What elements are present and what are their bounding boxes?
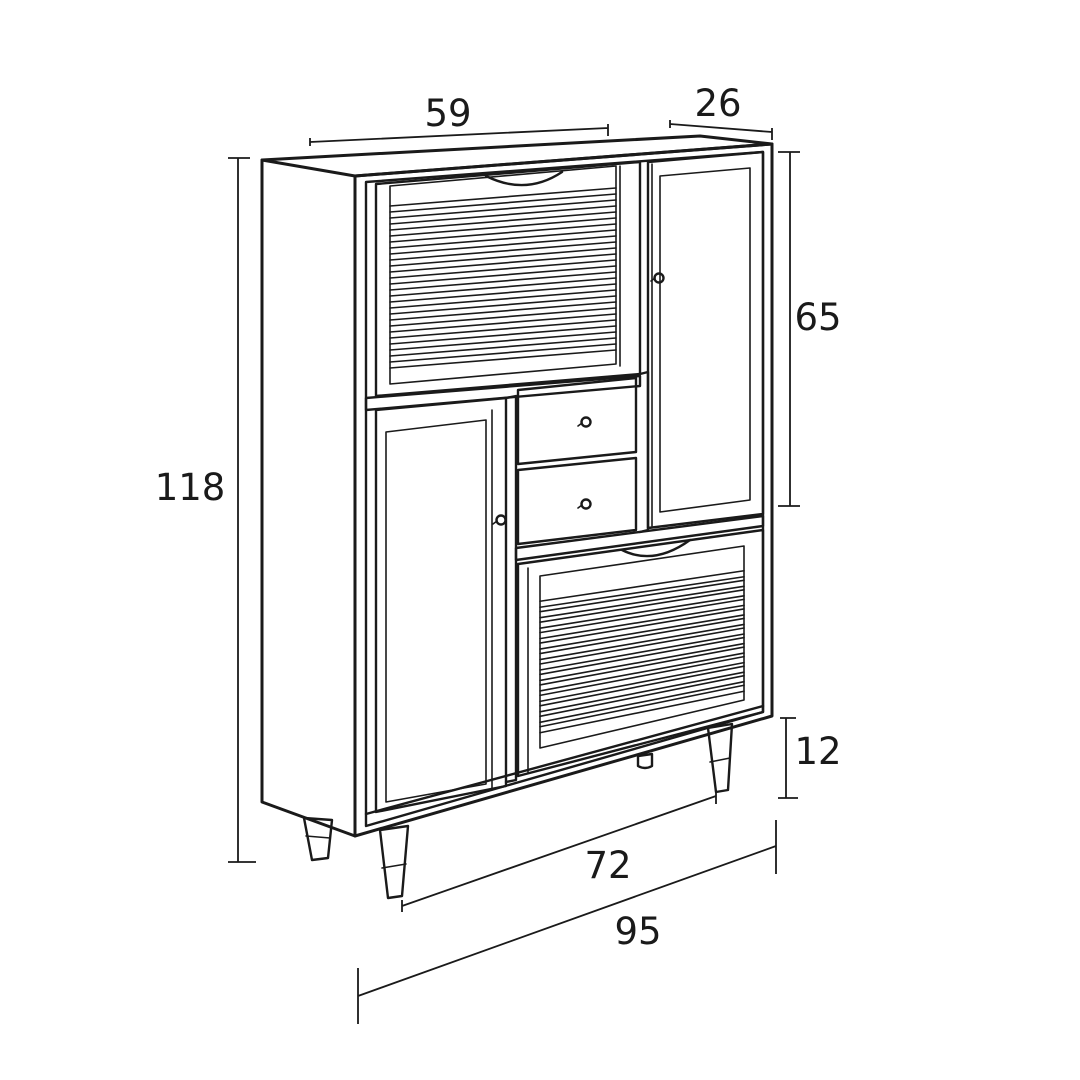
louver-slat <box>539 655 745 703</box>
drawer-lower <box>516 456 638 546</box>
upper-right-door-knob <box>650 272 665 284</box>
louver-slat <box>539 674 745 724</box>
middle-shelf <box>364 374 642 412</box>
louver-slat <box>539 579 745 619</box>
lower-right-flip-door <box>516 528 765 778</box>
cabinet-front-inner-frame <box>364 150 765 828</box>
louver-slat <box>389 331 617 357</box>
drawer-upper <box>516 376 638 466</box>
dimension-upper-door-label: 65 <box>794 296 841 339</box>
dimension-leg: 12 <box>778 717 842 799</box>
leg-front-right <box>706 722 734 794</box>
dimension-height: 118 <box>155 157 256 863</box>
louver-slat <box>539 627 745 671</box>
louver-slat <box>539 589 745 629</box>
lower-left-door-knob <box>492 514 507 526</box>
louver-slat <box>539 617 745 661</box>
louver-slat <box>389 235 617 261</box>
louver-slat <box>539 665 745 713</box>
lower-louvers <box>539 569 745 734</box>
leg-back-right <box>636 752 654 770</box>
louver-slat <box>539 608 745 650</box>
upper-right-door <box>646 150 765 530</box>
dimension-depth: 26 <box>669 82 773 140</box>
louver-slat <box>389 283 617 309</box>
right-stile <box>638 370 650 534</box>
louver-slat <box>389 307 617 333</box>
louver-slat <box>389 199 617 225</box>
louver-slat <box>539 569 745 609</box>
louver-slat <box>389 223 617 249</box>
upper-left-flip-door <box>374 160 642 398</box>
louver-slat <box>389 211 617 237</box>
flip-door-handle-recess <box>484 170 564 187</box>
dimension-upper-door: 65 <box>778 151 842 507</box>
cabinet-front-frame <box>353 142 774 838</box>
louver-slat <box>389 247 617 273</box>
flip-door-handle-recess <box>620 538 692 558</box>
drawer-lower-knob <box>577 498 592 510</box>
louver-slat <box>539 646 745 692</box>
dimension-inner-width-label: 72 <box>584 844 631 887</box>
louver-slat <box>389 295 617 321</box>
cabinet-side-panel <box>260 158 357 838</box>
louver-slat <box>389 343 617 369</box>
center-divider <box>504 394 518 784</box>
lower-left-door <box>374 396 508 814</box>
louver-slat <box>389 187 617 213</box>
dimension-inner-width: 72 <box>401 790 717 912</box>
dimension-width-label: 59 <box>424 92 471 135</box>
dimension-width: 59 <box>309 92 609 146</box>
cabinet-base-rail <box>364 704 765 816</box>
louver-slat <box>539 598 745 640</box>
dimension-depth-label: 26 <box>694 82 741 125</box>
dimension-total-width-label: 95 <box>614 910 661 953</box>
louver-slat <box>539 636 745 682</box>
drawer-upper-knob <box>577 416 592 428</box>
louver-slat <box>389 259 617 285</box>
upper-louvers <box>389 187 617 369</box>
leg-front-left <box>378 824 410 900</box>
dimension-total-width: 95 <box>357 820 777 1024</box>
louver-slat <box>389 319 617 345</box>
dimension-leg-label: 12 <box>794 730 841 773</box>
leg-back-left <box>302 816 334 862</box>
louver-slat <box>539 684 745 734</box>
dimension-height-label: 118 <box>155 466 226 509</box>
louver-slat <box>389 271 617 297</box>
lower-shelf <box>514 514 765 562</box>
